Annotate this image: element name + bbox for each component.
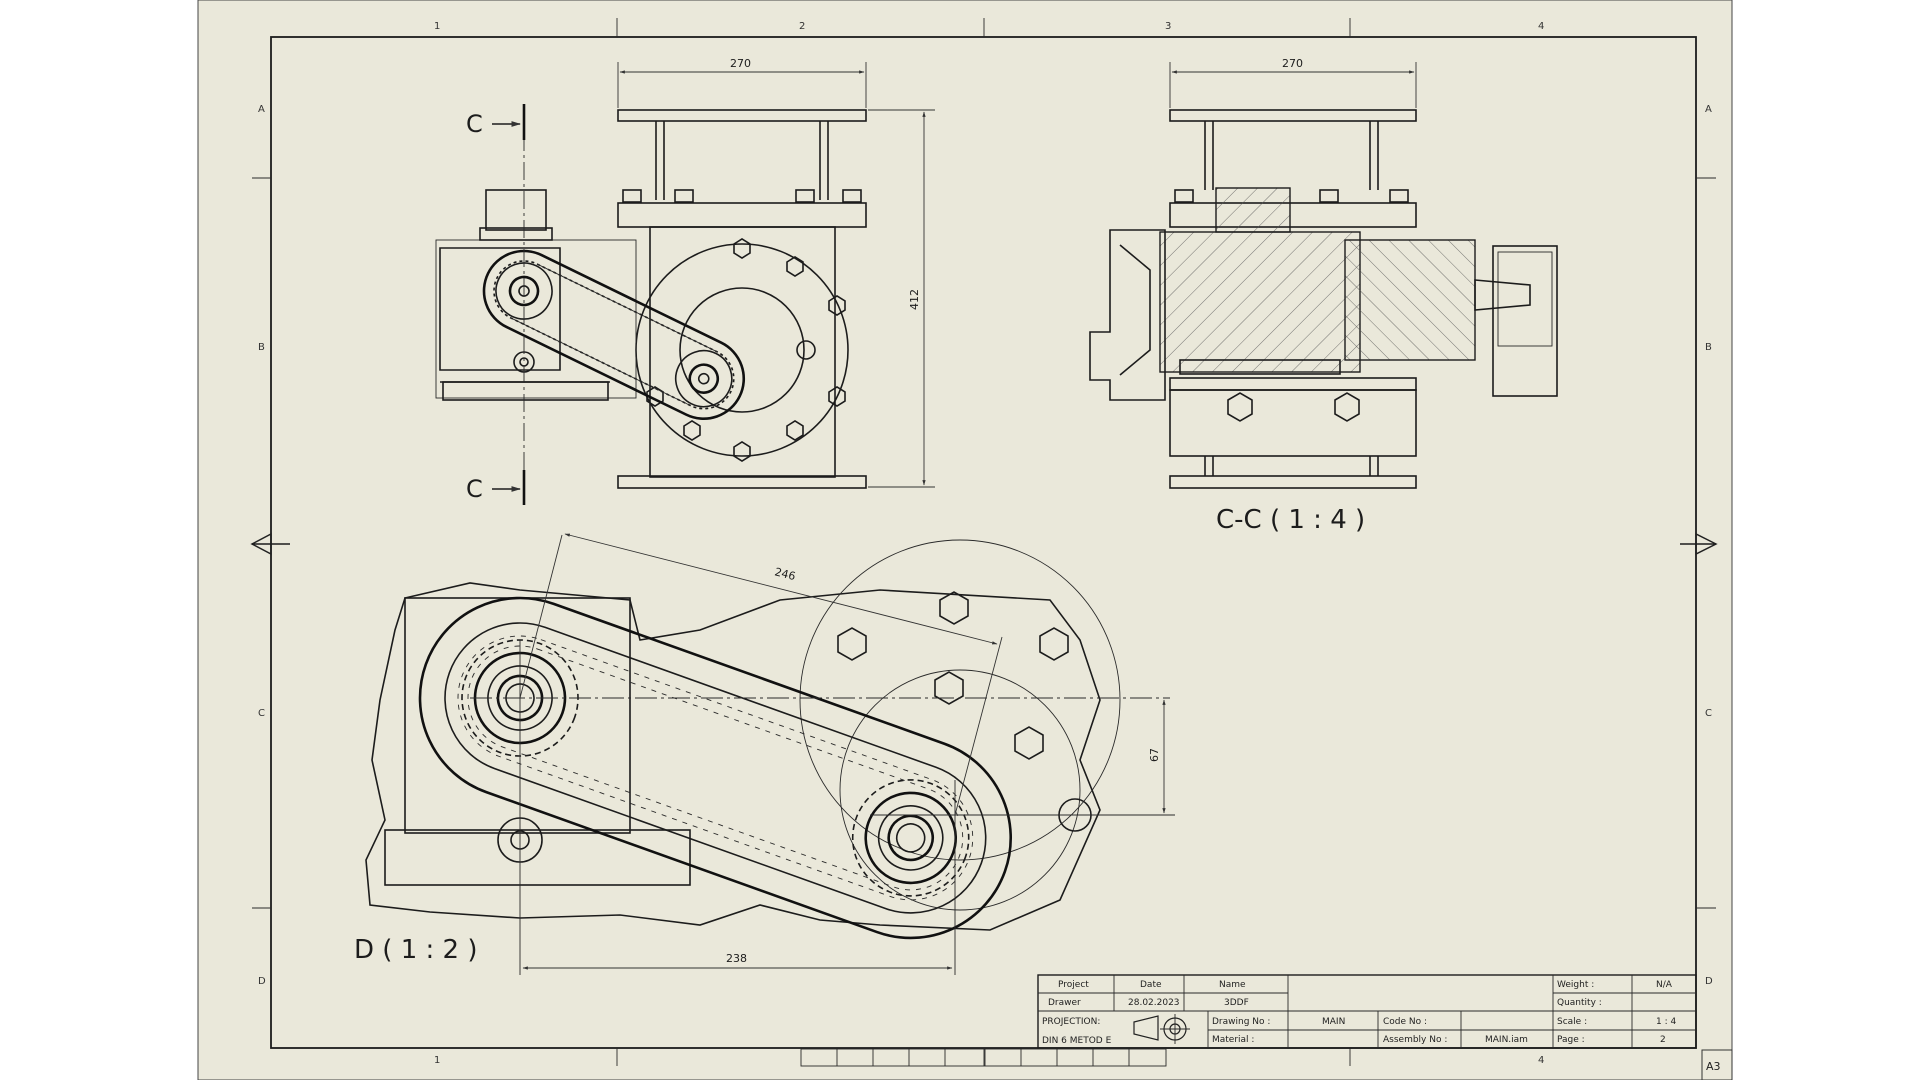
revision-strip <box>800 1048 1167 1067</box>
tb-date-label: Date <box>1140 980 1162 990</box>
zone-row-b-right: B <box>1705 342 1712 353</box>
section-dim-width: 270 <box>1282 57 1303 70</box>
projection-symbol-icon <box>1133 1015 1159 1041</box>
tb-material-label: Material : <box>1212 1035 1254 1045</box>
front-view: C C 270 412 <box>435 57 935 505</box>
zone-row-d-left: D <box>258 976 266 987</box>
tb-drawer-label: Drawer <box>1048 998 1081 1008</box>
detail-dim-vertical: 67 <box>1148 748 1161 762</box>
detail-dim-center-distance: 246 <box>773 565 797 583</box>
tb-weight-value: N/A <box>1656 980 1673 990</box>
section-body-hatch <box>1159 231 1361 373</box>
tb-projection-value: DIN 6 METOD E <box>1042 1036 1112 1046</box>
zone-row-d-right: D <box>1705 976 1713 987</box>
zone-row-b-left: B <box>258 342 265 353</box>
section-shaft-hatch <box>1344 239 1476 361</box>
zone-row-c-right: C <box>1705 708 1712 719</box>
detail-view: 246 238 67 D ( 1 : 2 ) <box>354 533 1175 975</box>
tb-drawing-no-value: MAIN <box>1322 1017 1345 1027</box>
zone-dividers <box>252 18 1716 1066</box>
zone-row-c-left: C <box>258 708 265 719</box>
tb-scale-label: Scale : <box>1557 1017 1587 1027</box>
zone-col-1-bottom: 1 <box>434 1055 440 1066</box>
tb-weight-label: Weight : <box>1557 980 1594 990</box>
tb-projection-label: PROJECTION: <box>1042 1017 1100 1027</box>
sheet-size-label: A3 <box>1706 1060 1721 1073</box>
tb-scale-value: 1 : 4 <box>1656 1017 1676 1027</box>
tb-name-label: Name <box>1219 980 1246 990</box>
front-dim-width: 270 <box>730 57 751 70</box>
front-dim-height: 412 <box>908 289 921 310</box>
zone-row-a-right: A <box>1705 104 1712 115</box>
title-block: Project Date Name Drawer 28.02.2023 3DDF… <box>1037 974 1697 1049</box>
tb-project-label: Project <box>1058 980 1089 990</box>
tb-page-label: Page : <box>1557 1035 1585 1045</box>
tb-page-value: 2 <box>1660 1035 1666 1045</box>
zone-col-1-top: 1 <box>434 21 440 32</box>
tb-drawing-no-label: Drawing No : <box>1212 1017 1270 1027</box>
section-core-hatch <box>1215 187 1291 233</box>
tb-quantity-label: Quantity : <box>1557 998 1602 1008</box>
tb-date-value: 28.02.2023 <box>1128 998 1180 1008</box>
tb-code-no-label: Code No : <box>1383 1017 1427 1027</box>
tb-assembly-no-value: MAIN.iam <box>1485 1035 1528 1045</box>
tb-assembly-no-label: Assembly No : <box>1383 1035 1447 1045</box>
section-mark-top: C <box>466 110 483 138</box>
zone-col-4-bottom: 4 <box>1538 1055 1544 1066</box>
section-mark-bottom: C <box>466 475 483 503</box>
section-view-label: C-C ( 1 : 4 ) <box>1216 505 1365 535</box>
sheet-size-box <box>1701 1049 1733 1080</box>
tb-name-value: 3DDF <box>1224 998 1249 1008</box>
zone-col-4-top: 4 <box>1538 21 1544 32</box>
zone-col-2-top: 2 <box>799 21 805 32</box>
section-view: 270 C-C ( 1 : 4 ) <box>1089 57 1558 535</box>
detail-view-label: D ( 1 : 2 ) <box>354 935 477 965</box>
detail-dim-horizontal: 238 <box>726 952 747 965</box>
zone-row-a-left: A <box>258 104 265 115</box>
zone-col-3-top: 3 <box>1165 21 1171 32</box>
centering-marks <box>250 532 1718 556</box>
